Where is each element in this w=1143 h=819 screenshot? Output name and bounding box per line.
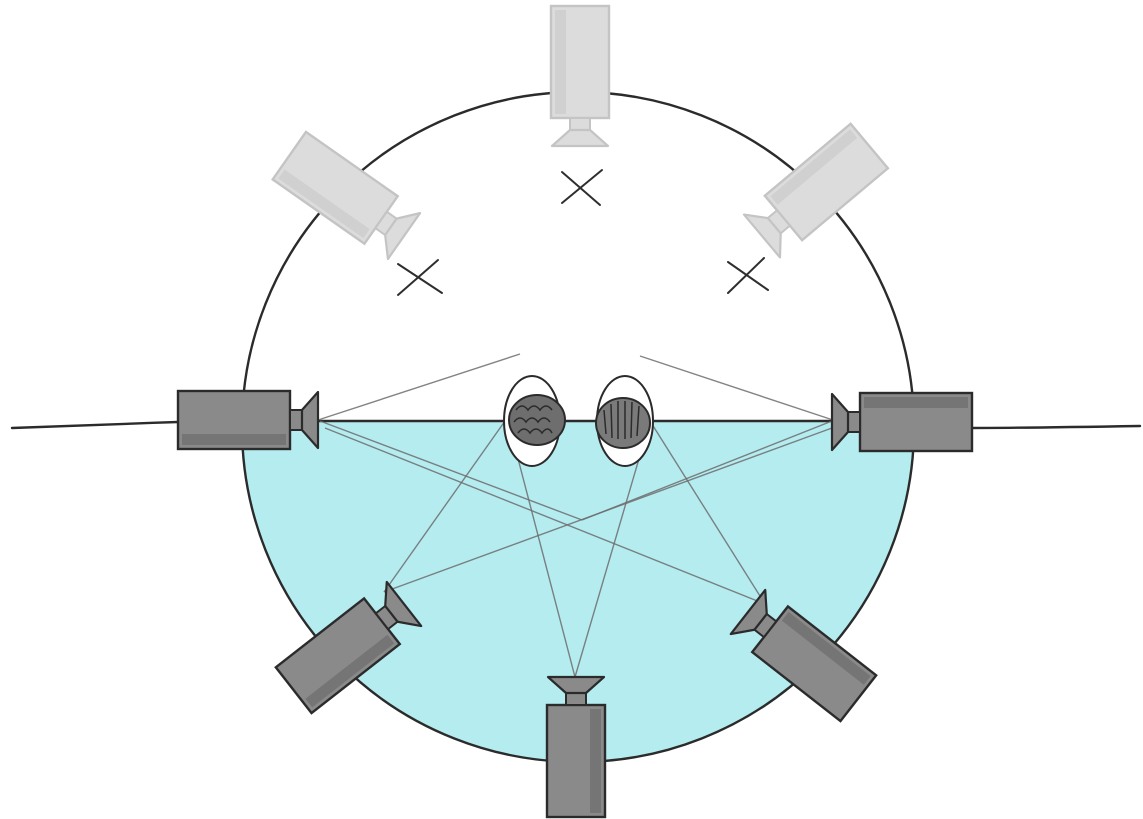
subject-right	[596, 376, 653, 466]
axis-of-action-left	[12, 422, 178, 428]
camera-upper-right-video-camera-icon	[743, 124, 888, 258]
x-mark-top	[562, 170, 602, 205]
camera-body-shading	[590, 709, 601, 813]
camera-upper-left-video-camera-icon	[273, 132, 421, 260]
axis-of-action-right	[968, 426, 1140, 428]
camera-neck	[566, 693, 586, 705]
camera-top-video-camera-icon	[551, 6, 609, 146]
camera-neck	[570, 118, 590, 130]
camera-neck	[290, 410, 302, 430]
x-mark-upper-right	[728, 258, 768, 293]
camera-body-shading	[864, 397, 968, 408]
camera-body-shading	[182, 434, 286, 445]
camera-lens	[552, 130, 608, 146]
x-mark-upper-left	[398, 260, 442, 295]
camera-neck	[848, 412, 860, 432]
camera-body-shading	[555, 10, 566, 114]
head-top-view-icon	[596, 398, 650, 448]
